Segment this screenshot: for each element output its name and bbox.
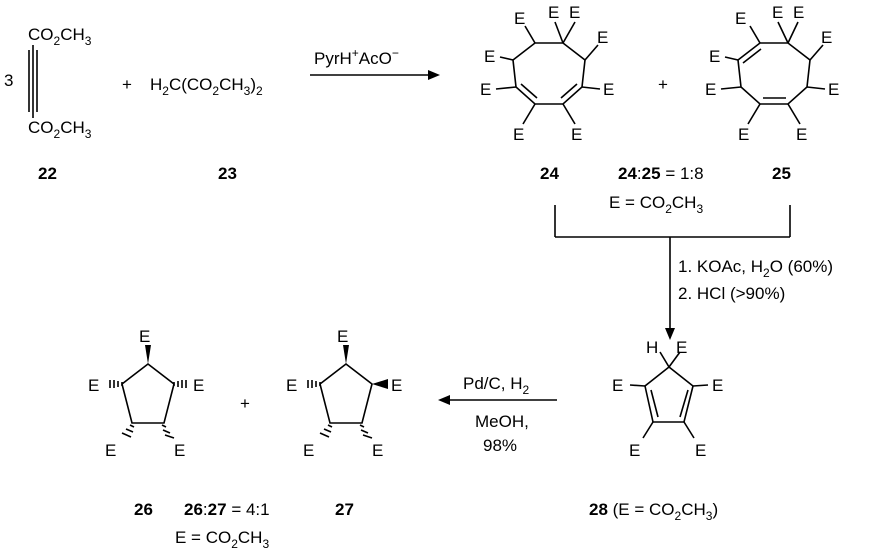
compound-number-24: 24 bbox=[540, 164, 559, 183]
sub-e: E bbox=[337, 327, 348, 346]
sub-e: E bbox=[629, 441, 640, 460]
sub-e: E bbox=[286, 376, 297, 395]
svg-text:28 (E = CO2CH3): 28 (E = CO2CH3) bbox=[589, 500, 718, 523]
plus-sign-1: + bbox=[122, 75, 132, 94]
coefficient-3: 3 bbox=[4, 71, 13, 90]
sub-e: E bbox=[709, 47, 720, 66]
svg-text:26:27 = 4:1: 26:27 = 4:1 bbox=[184, 500, 270, 519]
yield-98: 98% bbox=[483, 436, 517, 455]
sub-e: E bbox=[821, 28, 832, 47]
h-atom: H bbox=[646, 338, 658, 357]
compound-23: H2C(CO2CH3)2 23 bbox=[150, 75, 263, 183]
sub-e: E bbox=[735, 9, 746, 28]
sub-e: E bbox=[372, 441, 383, 460]
step-koac: 1. KOAc, H2O (60%) bbox=[678, 257, 833, 280]
ester-bottom-label: CO2CH3 bbox=[28, 118, 92, 141]
ratio-24-25: 24:25 = 1:8 E = CO2CH3 bbox=[609, 164, 704, 216]
sub-e: E bbox=[484, 47, 495, 66]
sub-e: E bbox=[603, 80, 614, 99]
compound-number-25: 25 bbox=[772, 164, 791, 183]
compound-28-structure: H E E E E E 28 (E = CO2CH3) bbox=[589, 338, 723, 523]
sub-e: E bbox=[695, 441, 706, 460]
compound-number-22: 22 bbox=[38, 164, 57, 183]
reagent-pyridinium-acetate: PyrH+AcO− bbox=[314, 46, 399, 68]
compound-24-structure: E E E E E E E E E 24 bbox=[480, 3, 614, 183]
e-definition-2: E = CO2CH3 bbox=[175, 528, 269, 550]
svg-text:24:25 = 1:8: 24:25 = 1:8 bbox=[618, 164, 704, 183]
plus-sign-3: + bbox=[240, 394, 250, 413]
sub-e: E bbox=[548, 3, 559, 22]
malonate-formula: H2C(CO2CH3)2 bbox=[150, 75, 263, 98]
sub-e: E bbox=[828, 80, 839, 99]
sub-e: E bbox=[705, 80, 716, 99]
step-hcl: 2. HCl (>90%) bbox=[678, 284, 785, 303]
sub-e: E bbox=[772, 3, 783, 22]
sub-e: E bbox=[513, 125, 524, 144]
sub-e: E bbox=[105, 441, 116, 460]
compound-number-23: 23 bbox=[218, 164, 237, 183]
sub-e: E bbox=[738, 125, 749, 144]
reagent-meoh: MeOH, bbox=[475, 412, 529, 431]
sub-e: E bbox=[612, 376, 623, 395]
compound-22: 3 CO2CH3 CO2CH3 22 bbox=[4, 25, 92, 183]
reaction-arrow-2: 1. KOAc, H2O (60%) 2. HCl (>90%) bbox=[554, 205, 833, 340]
e-definition-1: E = CO2CH3 bbox=[609, 193, 703, 216]
reaction-arrow-1: PyrH+AcO− bbox=[310, 46, 440, 80]
sub-e: E bbox=[597, 28, 608, 47]
compound-27-structure: E E E E E 27 bbox=[286, 327, 402, 519]
compound-25-structure: E E E E E E E E E 25 bbox=[705, 3, 839, 183]
sub-e: E bbox=[793, 3, 804, 22]
sub-e: E bbox=[174, 441, 185, 460]
sub-e: E bbox=[712, 376, 723, 395]
plus-sign-2: + bbox=[658, 75, 668, 94]
compound-number-27: 27 bbox=[335, 500, 354, 519]
sub-e: E bbox=[88, 376, 99, 395]
ratio-26-27: 26:27 = 4:1 E = CO2CH3 bbox=[175, 500, 270, 550]
sub-e: E bbox=[139, 327, 150, 346]
compound-number-28: 28 bbox=[589, 500, 608, 519]
sub-e: E bbox=[796, 125, 807, 144]
sub-e: E bbox=[193, 376, 204, 395]
sub-e: E bbox=[391, 376, 402, 395]
reaction-arrow-3: Pd/C, H2 MeOH, 98% bbox=[438, 374, 557, 455]
sub-e: E bbox=[514, 9, 525, 28]
compound-number-26: 26 bbox=[134, 500, 153, 519]
sub-e: E bbox=[303, 441, 314, 460]
reagent-pd-c: Pd/C, H2 bbox=[463, 374, 530, 397]
compound-26-structure: E E E E E 26 bbox=[88, 327, 204, 519]
sub-e: E bbox=[676, 338, 687, 357]
sub-e: E bbox=[571, 125, 582, 144]
sub-e: E bbox=[569, 3, 580, 22]
sub-e: E bbox=[480, 80, 491, 99]
ester-top-label: CO2CH3 bbox=[28, 25, 92, 48]
